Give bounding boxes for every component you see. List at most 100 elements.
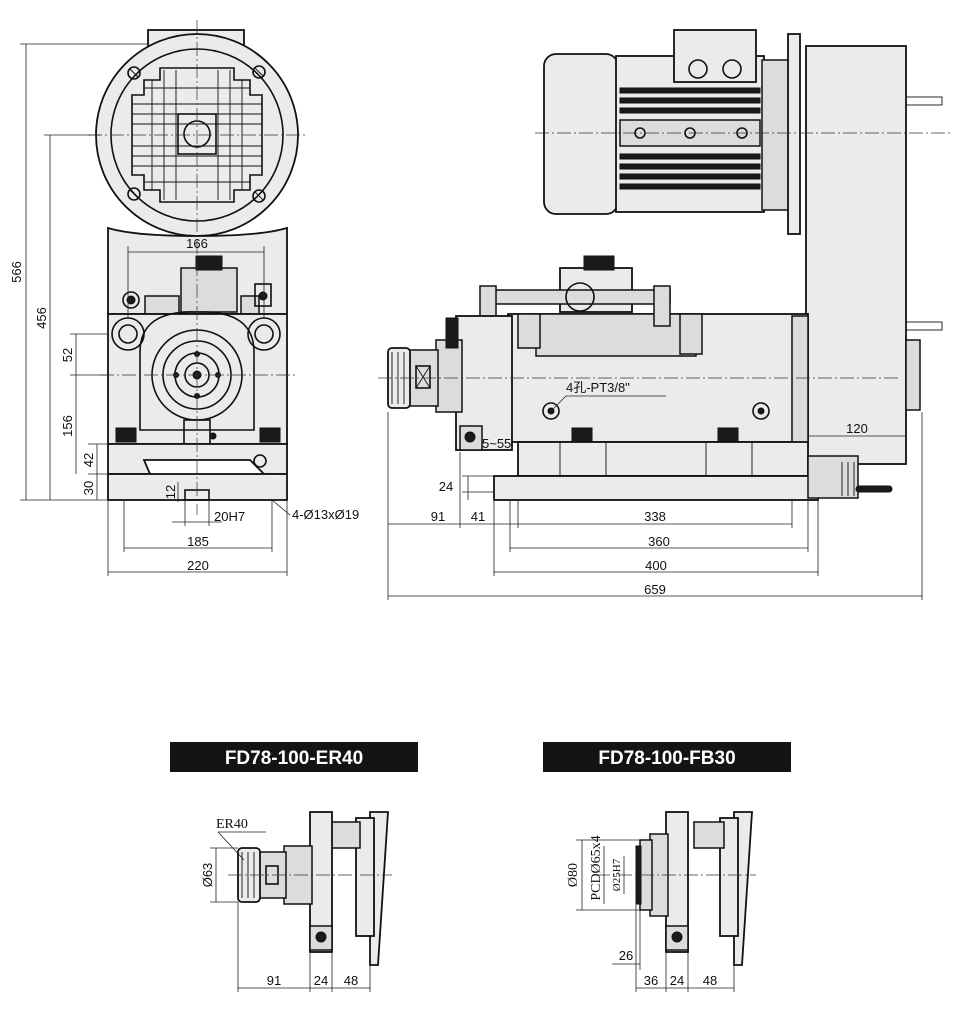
side-clamp-nut xyxy=(571,427,593,443)
side-cable-gland xyxy=(688,59,708,79)
side-port-right xyxy=(752,402,770,420)
side-head-right-clamp xyxy=(679,313,703,355)
port-leader xyxy=(550,395,567,412)
side-port-left xyxy=(542,402,560,420)
side-cable-gland xyxy=(722,59,742,79)
front-lube-nipple xyxy=(253,454,267,468)
side-rod-clamp xyxy=(653,285,671,327)
side-housing-cap xyxy=(905,339,921,411)
front-motor-bolts xyxy=(127,65,266,203)
side-valve-cap xyxy=(583,255,615,271)
side-port-right-core xyxy=(757,407,765,415)
er40-top-block xyxy=(329,821,361,849)
side-mount-plate xyxy=(787,33,801,235)
side-terminal-box xyxy=(673,29,757,83)
fb30-pcd: PCDØ65x4 xyxy=(589,835,604,900)
front-base-plate xyxy=(107,473,288,501)
dim-52: 52 xyxy=(60,348,75,362)
side-base xyxy=(493,475,819,501)
er40-d48: 48 xyxy=(344,973,358,988)
side-quill-nose xyxy=(435,339,463,413)
side-feed-scale xyxy=(841,462,855,496)
side-valve-knob xyxy=(565,282,595,312)
fb30-dia80: Ø80 xyxy=(566,863,581,887)
front-clamp-nut-left xyxy=(115,427,137,443)
side-motor-endcap xyxy=(543,53,619,215)
dim-166: 166 xyxy=(186,236,208,251)
side-collet-window xyxy=(415,365,431,389)
er40-dia-label: Ø63 xyxy=(200,863,215,888)
er40-collet-label: ER40 xyxy=(216,817,248,832)
front-right-nozzle xyxy=(254,283,272,307)
front-key-pin xyxy=(209,432,217,440)
side-motor-fins xyxy=(619,87,761,190)
dim-41: 41 xyxy=(471,509,485,524)
front-valve-block xyxy=(180,267,238,313)
model-label-er40-bg xyxy=(170,742,418,772)
front-fan-grille xyxy=(131,67,263,203)
side-clamp-nut xyxy=(717,427,739,443)
port-label: 4孔-PT3/8" xyxy=(566,380,630,395)
side-slide xyxy=(517,441,809,477)
dim-holes: 4-Ø13xØ19 xyxy=(292,507,359,522)
dim-400: 400 xyxy=(645,558,667,573)
front-valve-cap xyxy=(195,255,223,271)
side-view: 4孔-PT3/8" 5~55 24 91 41 338 360 xyxy=(378,29,950,600)
fb30-d26: 26 xyxy=(619,948,633,963)
side-belt-housing xyxy=(805,45,907,465)
dim-30: 30 xyxy=(81,481,96,495)
side-dims xyxy=(387,412,923,600)
fb30-detail: Ø80 PCDØ65x4 Ø25H7 26 36 24 48 xyxy=(566,811,756,992)
dim-220: 220 xyxy=(187,558,209,573)
side-motor-flange xyxy=(761,59,791,211)
fb30-top-block xyxy=(693,821,725,849)
er40-stop-pin xyxy=(315,931,327,943)
side-housing-pin-top xyxy=(905,96,943,106)
front-spindle-housing xyxy=(139,311,255,431)
side-feed-handle xyxy=(855,485,893,493)
dim-566: 566 xyxy=(9,261,24,283)
dim-156: 156 xyxy=(60,415,75,437)
side-quill-stop-pin xyxy=(464,431,476,443)
fb30-d48: 48 xyxy=(703,973,717,988)
dim-120: 120 xyxy=(846,421,868,436)
dim-360: 360 xyxy=(648,534,670,549)
side-feed-rod xyxy=(483,289,671,305)
dim-20h7: 20H7 xyxy=(214,509,245,524)
er40-leader xyxy=(217,831,245,861)
front-left-nozzle xyxy=(122,291,140,309)
front-view: 566 456 52 156 42 30 166 12 20H7 185 220… xyxy=(9,20,359,576)
dim-24: 24 xyxy=(439,479,453,494)
fb30-stop-pin xyxy=(671,931,683,943)
dim-456: 456 xyxy=(34,307,49,329)
fb30-d36: 36 xyxy=(644,973,658,988)
fb30-d24: 24 xyxy=(670,973,684,988)
dim-stroke: 5~55 xyxy=(482,436,511,451)
front-clamp-nut-right xyxy=(259,427,281,443)
dim-42: 42 xyxy=(81,453,96,467)
dim-91: 91 xyxy=(431,509,445,524)
fb30-dia25: Ø25H7 xyxy=(611,858,623,891)
er40-d91: 91 xyxy=(267,973,281,988)
dim-338: 338 xyxy=(644,509,666,524)
model-label-fb30-bg xyxy=(543,742,791,772)
er40-d24: 24 xyxy=(314,973,328,988)
model-label-er40: FD78-100-ER40 xyxy=(225,748,363,769)
side-head-top-rail xyxy=(535,313,697,357)
front-right-fitting xyxy=(240,295,260,315)
front-dims-vertical xyxy=(20,43,148,501)
er40-detail: ER40 Ø63 91 24 48 xyxy=(200,811,392,992)
front-dims-horizontal xyxy=(107,246,291,576)
model-label-fb30: FD78-100-FB30 xyxy=(598,748,735,769)
front-left-nozzle-core xyxy=(126,295,136,305)
side-head-left-clamp xyxy=(517,313,541,349)
side-head-end-cap xyxy=(791,315,809,447)
front-right-nozzle-core xyxy=(258,291,268,301)
dim-659: 659 xyxy=(644,582,666,597)
side-housing-pin-bottom xyxy=(905,321,943,331)
front-dovetail-slide xyxy=(107,443,288,475)
side-quill-nut xyxy=(445,317,459,349)
dim-12: 12 xyxy=(163,485,178,499)
